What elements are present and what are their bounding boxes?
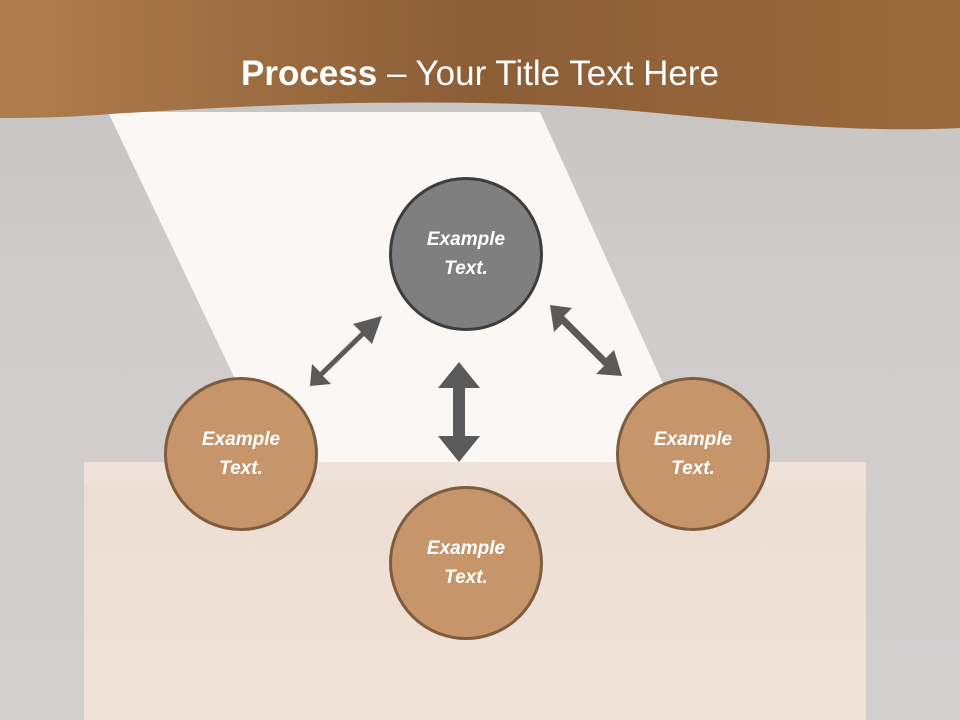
process-node-right[interactable]: Example Text. [616,377,770,531]
process-node-top[interactable]: Example Text. [389,177,543,331]
node-top-line1: Example [426,229,506,250]
header-band [0,0,960,130]
node-bottom-line1: Example [426,538,506,559]
process-node-bottom[interactable]: Example Text. [389,486,543,640]
node-left-line1: Example [201,429,281,450]
node-top-line2: Text. [444,258,488,279]
node-bottom-line2: Text. [444,567,488,588]
title-bold: Process [241,54,378,93]
double-arrow-icon [310,305,622,462]
process-node-left[interactable]: Example Text. [164,377,318,531]
page-title: Process – Your Title Text Here [0,52,960,96]
node-right-line2: Text. [671,458,715,479]
node-left-line2: Text. [219,458,263,479]
title-rest: – Your Title Text Here [377,54,719,93]
node-right-line1: Example [653,429,733,450]
